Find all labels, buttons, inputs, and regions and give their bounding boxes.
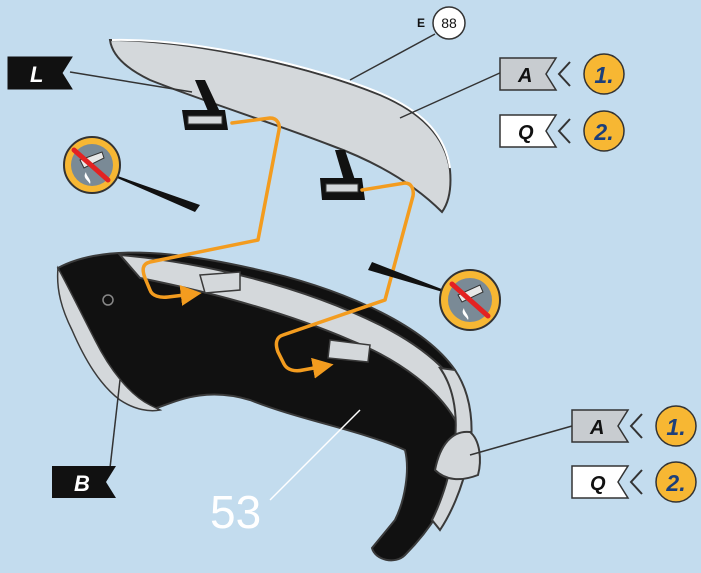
no-glue-icon (64, 137, 120, 193)
top-glue-flag: Q (518, 122, 534, 144)
flag-b-label: B (74, 471, 90, 496)
part-number-leader (270, 410, 360, 500)
no-glue-icon (440, 270, 500, 330)
top-paint-step: A 1. (500, 54, 624, 94)
top-glue-step: Q 2. (500, 111, 624, 151)
bottom-paint-step-number: 1. (666, 414, 685, 440)
bottom-paint-step: A 1. (572, 406, 696, 446)
part-reference-number: 88 (441, 15, 457, 31)
rear-body-part (58, 253, 480, 561)
top-paint-step-number: 1. (594, 62, 613, 88)
bottom-paint-flag: A (589, 417, 604, 439)
flag-l-label: L (30, 62, 43, 87)
bottom-glue-flag: Q (590, 473, 606, 495)
part-number: 53 (210, 486, 261, 538)
part-reference: E 88 (417, 7, 465, 39)
bottom-glue-step: Q 2. (572, 462, 696, 502)
flag-b: B (52, 466, 116, 498)
top-glue-step-number: 2. (593, 119, 613, 145)
flag-l: L (8, 57, 72, 89)
part-reference-prefix: E (417, 16, 425, 30)
no-glue-callout-top (64, 137, 200, 212)
bottom-glue-step-number: 2. (665, 470, 685, 496)
top-paint-flag: A (517, 65, 532, 87)
